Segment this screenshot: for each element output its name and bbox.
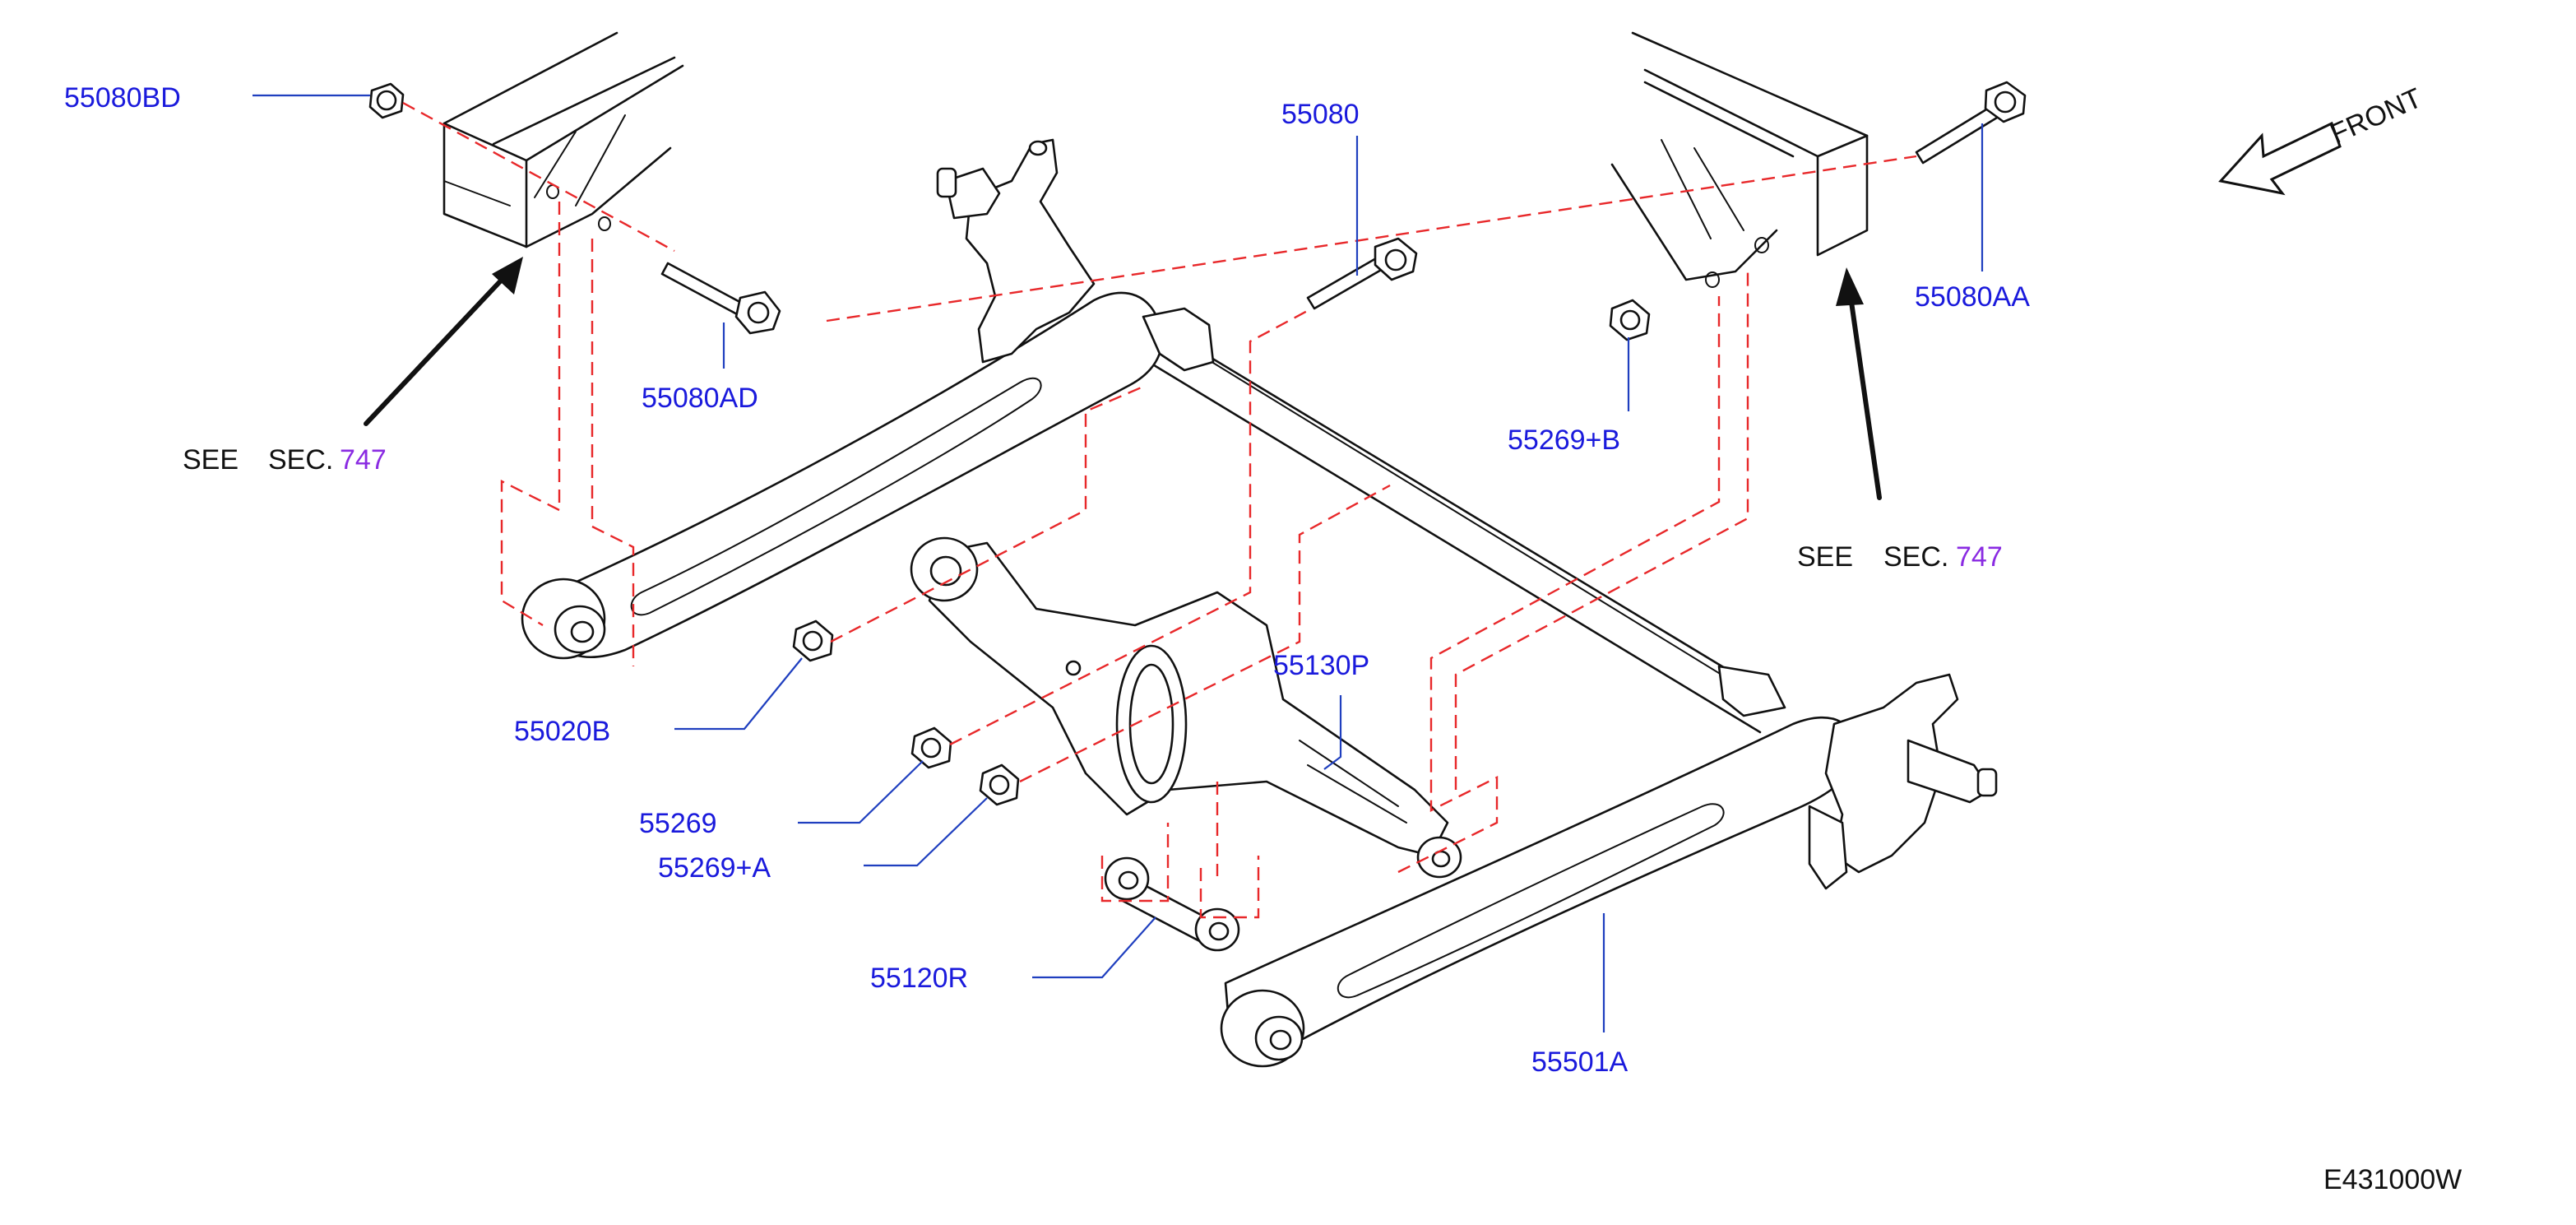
front-direction-arrow-icon (2218, 121, 2342, 196)
part-label-55080: 55080 (1281, 99, 1360, 130)
see-section-right: SEE SEC. 747 (1797, 541, 2003, 573)
part-label-55080bd: 55080BD (64, 82, 181, 114)
bolt-55080bd (368, 82, 405, 119)
nut-55020b (792, 619, 834, 662)
nut-55269a (979, 763, 1020, 806)
see-sec-arrow-left (364, 257, 523, 426)
rear-cross-beam (1133, 315, 1778, 734)
diagram-code: E431000W (2323, 1164, 2462, 1195)
left-body-member (442, 31, 684, 248)
part-label-55269a: 55269+A (658, 852, 771, 884)
part-label-55080ad: 55080AD (642, 383, 758, 414)
sec-number-link[interactable]: 747 (340, 444, 387, 476)
assembly-lines (402, 101, 1917, 919)
differential-mount-member (910, 536, 1462, 879)
part-label-55120r: 55120R (870, 963, 968, 994)
right-body-member (1610, 31, 1869, 288)
see-section-left: SEE SEC. 747 (183, 444, 387, 476)
part-label-55269b: 55269+B (1508, 425, 1620, 456)
sec-word: SEC. (268, 444, 333, 476)
part-label-55501a: 55501A (1531, 1046, 1629, 1078)
part-label-55020b: 55020B (514, 716, 610, 747)
part-label-55269: 55269 (639, 808, 717, 839)
right-trailing-arm (1220, 665, 1998, 1068)
nut-55269 (910, 726, 952, 769)
bolt-55080aa (1915, 81, 2027, 165)
leader-lines (253, 94, 1984, 1032)
lower-link (1104, 856, 1240, 952)
part-label-55080aa: 55080AA (1915, 281, 2030, 313)
part-label-55130p: 55130P (1273, 650, 1369, 681)
see-word: SEE (1797, 541, 1853, 573)
sec-number-link[interactable]: 747 (1956, 541, 2003, 573)
front-label: FRONT (2326, 82, 2426, 150)
left-trailing-arm (521, 138, 1215, 660)
bolt-55080 (1306, 237, 1418, 310)
see-word: SEE (183, 444, 239, 476)
see-sec-arrow-right (1836, 267, 1882, 500)
bolt-55080ad (660, 262, 781, 335)
nut-55269b (1609, 299, 1651, 341)
sec-word: SEC. (1883, 541, 1948, 573)
